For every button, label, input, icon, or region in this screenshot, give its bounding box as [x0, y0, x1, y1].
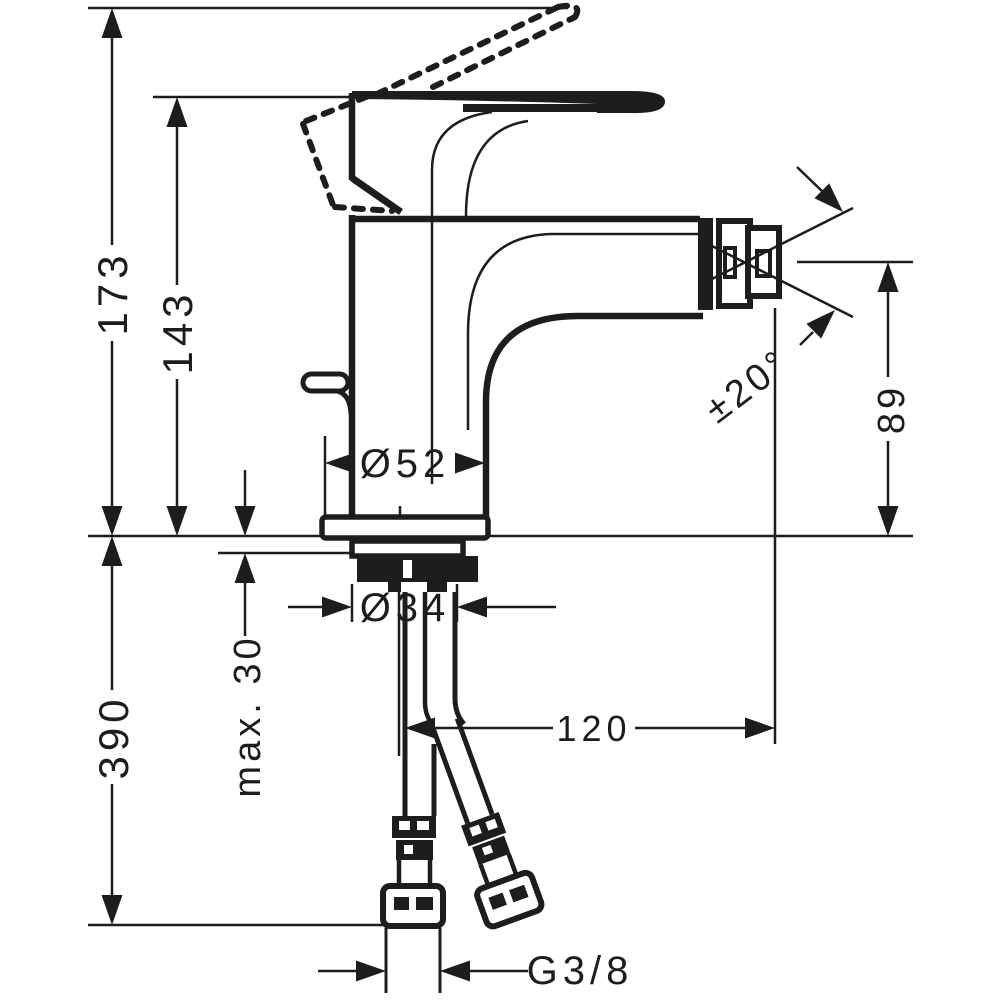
dim-label-handle-height: 143: [154, 289, 201, 374]
lever-underside: [463, 104, 597, 112]
g38-nut-vertical: [380, 883, 446, 929]
dimension-lines: [101, 8, 899, 982]
washer: [349, 538, 466, 559]
mounting-hardware: [349, 538, 478, 592]
dim-label-counter-thickness: max. 30: [227, 634, 269, 797]
reference-lines: [88, 6, 913, 927]
mounting-nut: [357, 556, 478, 582]
dim-label-base-diameter: Ø52: [360, 442, 451, 486]
dim-label-hole-diameter: Ø34: [360, 586, 451, 630]
connection-hoses: [380, 592, 545, 993]
dim-label-overall-height: 173: [89, 250, 136, 335]
lever-handle: [352, 91, 666, 114]
mounting-flange: [319, 514, 491, 541]
drain-pull-knob: [300, 371, 351, 394]
swivel-angle-indicator: [699, 166, 854, 346]
handle-base-slant: [350, 175, 403, 215]
angled-hose: [430, 717, 545, 930]
dim-label-hose-length: 390: [90, 694, 137, 779]
g38-nut-angled: [474, 869, 545, 930]
raised-handle-dashed: [300, 2, 581, 214]
aerator: [698, 218, 782, 310]
dim-label-thread: G3/8: [527, 949, 634, 993]
dim-label-spout-height: 89: [871, 384, 913, 434]
dim-label-spout-reach: 120: [556, 708, 631, 749]
faucet-body: [300, 91, 703, 541]
dim-label-swivel-angle: ±20°: [697, 341, 798, 431]
spout-underside: [482, 312, 703, 518]
